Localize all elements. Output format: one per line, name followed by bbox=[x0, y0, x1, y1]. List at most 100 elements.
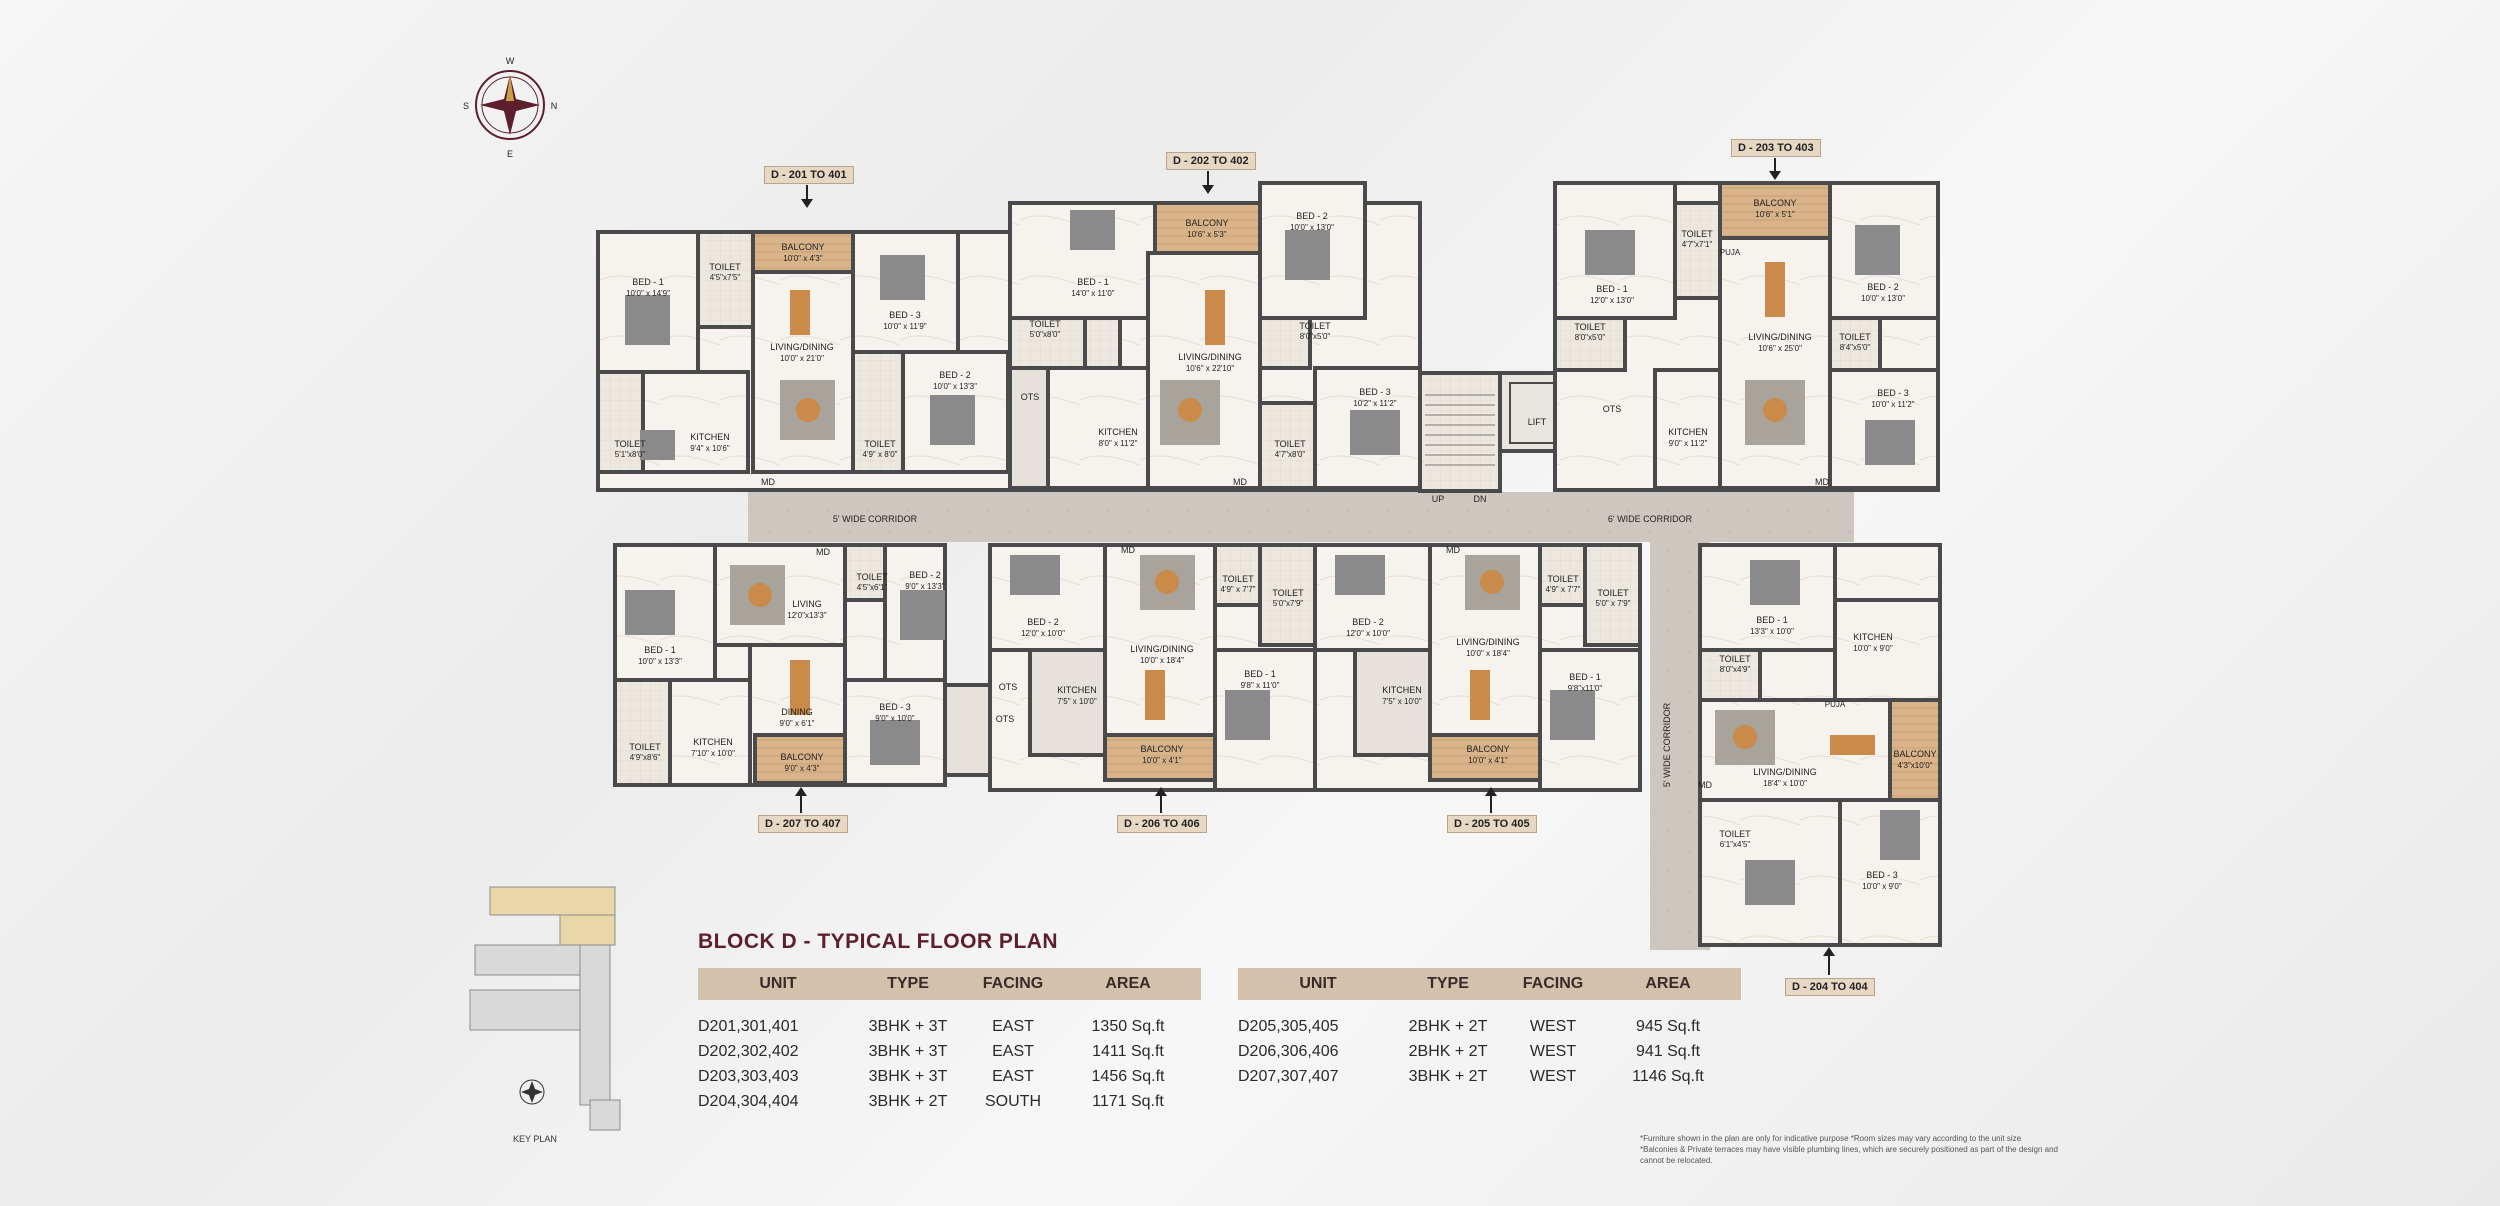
footnote: *Furniture shown in the plan are only fo… bbox=[1640, 1133, 2080, 1166]
table-cell: 3BHK + 3T bbox=[868, 1042, 948, 1060]
room-label: 12'0" x 13'0" bbox=[1590, 296, 1634, 305]
room-label: 8'0"x4'9" bbox=[1720, 665, 1751, 674]
room-label: S bbox=[463, 101, 469, 111]
room-label: BED - 3 bbox=[889, 310, 921, 320]
table-cell: 941 Sq.ft bbox=[1635, 1042, 1701, 1060]
room-label: 9'0" x 13'3" bbox=[905, 582, 945, 591]
room-label: 8'4"x5'0" bbox=[1840, 343, 1871, 352]
room-label: 4'9" x 7'7" bbox=[1546, 585, 1581, 594]
room-label: OTS bbox=[999, 682, 1018, 692]
room-label: TOILET bbox=[1547, 574, 1579, 584]
room-label: 10'0" x 21'0" bbox=[780, 354, 824, 363]
room-label: 4'9" x 8'0" bbox=[863, 450, 898, 459]
room-label: 5'1"x8'0" bbox=[615, 450, 646, 459]
room-label: BED - 3 bbox=[1359, 387, 1391, 397]
compass-icon: W S N E bbox=[463, 56, 557, 159]
room-label: BED - 2 bbox=[1296, 211, 1328, 221]
table-cell: *Balconies & Private terraces may have v… bbox=[1640, 1145, 2058, 1165]
room-label: 5'0"x7'9" bbox=[1273, 599, 1304, 608]
room-label: KITCHEN bbox=[1057, 685, 1097, 695]
room-label: 4'5"x7'5" bbox=[710, 273, 741, 282]
room-label: OTS bbox=[1603, 404, 1622, 414]
room-label: BALCONY bbox=[1140, 744, 1183, 754]
table-cell: WEST bbox=[1529, 1017, 1577, 1035]
room-label: 10'2" x 11'2" bbox=[1353, 399, 1396, 408]
table-cell: 3BHK + 2T bbox=[868, 1092, 948, 1110]
table-cell: 2BHK + 2T bbox=[1408, 1017, 1488, 1035]
table-cell: 1411 Sq.ft bbox=[1092, 1042, 1164, 1060]
room-label: 10'6" x 22'10" bbox=[1186, 364, 1234, 373]
room-label: OTS bbox=[1021, 392, 1040, 402]
key-plan bbox=[469, 886, 621, 1131]
furniture-d205 bbox=[1335, 555, 1595, 740]
room-label: MD bbox=[1446, 545, 1460, 555]
room-label: N bbox=[551, 101, 558, 111]
room-label: BED - 1 bbox=[1596, 284, 1628, 294]
tag-d206: D - 206 TO 406 bbox=[1117, 815, 1207, 833]
furniture-d202 bbox=[1070, 210, 1400, 455]
room-label: 8'0" x 11'2" bbox=[1099, 439, 1138, 448]
room-label: 10'6" x 25'0" bbox=[1758, 344, 1802, 353]
room-label: BED - 1 bbox=[644, 645, 676, 655]
furniture-d203 bbox=[1585, 225, 1915, 465]
table-cell: D204,304,404 bbox=[698, 1092, 799, 1110]
table-cell: D207,307,407 bbox=[1238, 1067, 1339, 1085]
room-label: TOILET bbox=[1574, 322, 1606, 332]
table-cell: EAST bbox=[992, 1017, 1034, 1035]
table-header: UNIT TYPE FACING AREA bbox=[698, 968, 1201, 1000]
table-cell: 1350 Sq.ft bbox=[1091, 1017, 1165, 1035]
room-label: MD bbox=[1815, 477, 1829, 487]
room-label: LIVING/DINING bbox=[1456, 637, 1520, 647]
room-label: 4'7"x8'0" bbox=[1275, 450, 1306, 459]
room-label: MD bbox=[761, 477, 775, 487]
room-label: 10'0" x 4'1" bbox=[1142, 756, 1182, 765]
key-plan-label: KEY PLAN bbox=[513, 1134, 557, 1144]
room-label: 18'4" x 10'0" bbox=[1763, 779, 1807, 788]
room-label: LIVING/DINING bbox=[1130, 644, 1194, 654]
arrow-up-icon bbox=[1155, 787, 1167, 813]
room-label: BED - 1 bbox=[1569, 672, 1601, 682]
room-label: BED - 2 bbox=[1352, 617, 1384, 627]
room-label: BED - 2 bbox=[1867, 282, 1899, 292]
core-stair-lift bbox=[1418, 371, 1577, 493]
room-label: 9'0" x 10'0" bbox=[875, 714, 915, 723]
room-label: TOILET bbox=[614, 439, 646, 449]
room-label: 4'3"x10'0" bbox=[1898, 761, 1933, 770]
room-label: 10'0" x 14'9" bbox=[626, 289, 670, 298]
table-cell: *Furniture shown in the plan are only fo… bbox=[1640, 1134, 2022, 1143]
room-label: BED - 2 bbox=[939, 370, 971, 380]
room-label: KITCHEN bbox=[690, 432, 730, 442]
room-label: 10'6" x 5'3" bbox=[1187, 230, 1227, 239]
room-label: KITCHEN bbox=[1853, 632, 1893, 642]
room-label: 10'0" x 4'1" bbox=[1468, 756, 1508, 765]
room-label: BALCONY bbox=[1753, 198, 1796, 208]
room-label: PUJA bbox=[1720, 248, 1741, 257]
table-cell: 945 Sq.ft bbox=[1635, 1017, 1701, 1035]
room-label: 5'0" x 7'9" bbox=[1596, 599, 1631, 608]
room-label: 10'0" x 4'3" bbox=[783, 254, 823, 263]
tag-d204: D - 204 TO 404 bbox=[1785, 978, 1875, 996]
table-cell: D205,305,405 bbox=[1238, 1017, 1339, 1035]
room-label: TOILET bbox=[1681, 229, 1713, 239]
room-label: TOILET bbox=[1839, 332, 1871, 342]
room-label: 4'9" x 7'7" bbox=[1221, 585, 1256, 594]
table-cell: SOUTH bbox=[985, 1092, 1041, 1110]
room-label: 13'3" x 10'0" bbox=[1750, 627, 1794, 636]
room-label: 10'0" x 13'0" bbox=[1290, 223, 1334, 232]
room-label: BALCONY bbox=[1185, 218, 1228, 228]
room-label: MD bbox=[1233, 477, 1247, 487]
room-label: LIFT bbox=[1528, 417, 1547, 427]
room-label: BED - 2 bbox=[909, 570, 941, 580]
table-cell: 1146 Sq.ft bbox=[1632, 1067, 1704, 1085]
room-label: KITCHEN bbox=[1098, 427, 1138, 437]
furniture-d201 bbox=[625, 255, 975, 460]
table-header: UNIT TYPE FACING AREA bbox=[1238, 968, 1741, 1000]
arrow-down-icon bbox=[801, 185, 813, 208]
table-cell: D203,303,403 bbox=[698, 1067, 799, 1085]
room-label: E bbox=[507, 149, 513, 159]
furniture-d207 bbox=[625, 565, 945, 765]
table-cell: EAST bbox=[992, 1042, 1034, 1060]
